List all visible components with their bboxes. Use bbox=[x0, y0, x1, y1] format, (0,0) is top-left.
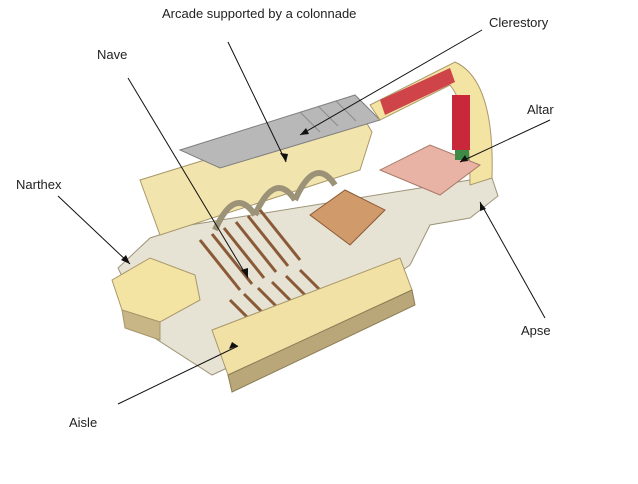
arcade-pointer bbox=[227, 41, 287, 163]
label-narthex: Narthex bbox=[16, 177, 62, 192]
pointer-lines bbox=[57, 29, 551, 405]
aisle-pointer bbox=[117, 345, 239, 405]
label-clerestory: Clerestory bbox=[489, 15, 549, 30]
south-wall-base bbox=[227, 289, 416, 393]
pews-left bbox=[198, 209, 302, 291]
label-nave: Nave bbox=[97, 47, 128, 62]
label-altar: Altar bbox=[527, 102, 554, 117]
label-arcade: Arcade supported by a colonnade bbox=[162, 6, 357, 21]
stained-glass-band bbox=[380, 68, 455, 115]
label-apse: Apse bbox=[521, 323, 551, 338]
altar-block bbox=[455, 150, 469, 160]
arcade-arches bbox=[212, 170, 338, 232]
altar-window bbox=[452, 95, 470, 150]
narthex-pointer bbox=[57, 195, 131, 265]
clerestory-pointer bbox=[299, 29, 483, 136]
clerestory-roof-lines bbox=[299, 100, 357, 133]
apse-pointer bbox=[479, 201, 546, 319]
pointer-arrowheads bbox=[121, 128, 486, 349]
label-aisle: Aisle bbox=[69, 415, 98, 430]
crossing-platform bbox=[309, 189, 386, 246]
altar-pointer bbox=[459, 119, 551, 163]
nave-pointer bbox=[127, 77, 249, 279]
narthex-wall bbox=[121, 309, 161, 341]
